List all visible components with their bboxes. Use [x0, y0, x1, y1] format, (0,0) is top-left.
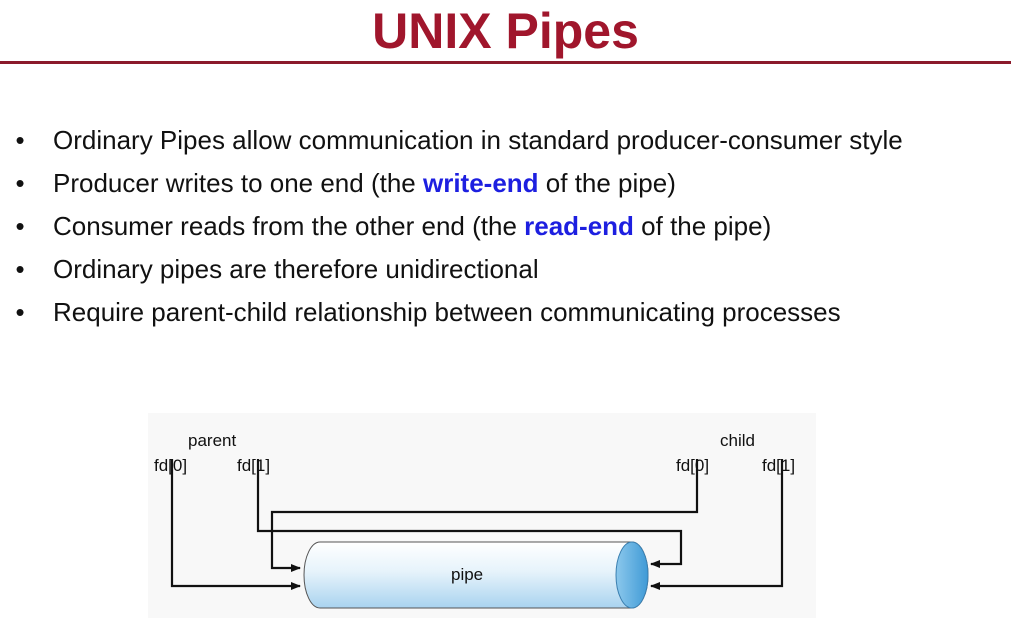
bullet-marker: •	[15, 297, 25, 327]
slide-title: UNIX Pipes	[372, 3, 639, 59]
bullet-item: • Require parent-child relationship betw…	[0, 294, 1011, 330]
child-fd0-arrow	[270, 459, 699, 572]
pipe-diagram: parent child fd[0] fd[1] fd[0] fd[1] pip…	[148, 413, 816, 618]
parent-fd1-arrow	[256, 459, 683, 568]
parent-label: parent	[188, 431, 237, 450]
bullet-marker: •	[15, 254, 25, 284]
bullet-item: • Ordinary pipes are therefore unidirect…	[0, 251, 1011, 287]
child-fd1-label: fd[1]	[762, 456, 796, 475]
bullet-text: Require parent-child relationship betwee…	[53, 297, 841, 327]
bullet-marker: •	[15, 168, 25, 198]
bullet-item: • Ordinary Pipes allow communication in …	[0, 122, 1011, 158]
bullet-marker: •	[15, 211, 25, 241]
parent-fd0-label: fd[0]	[154, 456, 188, 475]
bullet-item: • Producer writes to one end (the write-…	[0, 165, 1011, 201]
bullet-text-tail: of the pipe)	[538, 168, 676, 198]
keyword-write-end: write-end	[422, 168, 539, 198]
parent-fd0-arrow	[170, 459, 301, 590]
bullet-text-tail: of the pipe)	[633, 211, 772, 241]
bullet-text: Consumer reads from the other end (the	[53, 211, 525, 241]
bullet-text: Ordinary Pipes allow communication in st…	[53, 125, 903, 155]
child-label: child	[720, 431, 755, 450]
bullet-text: Ordinary pipes are therefore unidirectio…	[53, 254, 539, 284]
keyword-read-end: read-end	[524, 211, 634, 241]
bullet-marker: •	[15, 125, 25, 155]
bullet-text: Producer writes to one end (the	[53, 168, 423, 198]
pipe-label: pipe	[451, 565, 484, 584]
bullet-list: • Ordinary Pipes allow communication in …	[0, 122, 1011, 337]
title-underline	[0, 61, 1011, 64]
child-fd1-arrow	[650, 459, 784, 590]
pipe-read-end	[615, 541, 649, 609]
bullet-item: • Consumer reads from the other end (the…	[0, 208, 1011, 244]
parent-fd1-label: fd[1]	[237, 456, 271, 475]
pipe-cylinder	[303, 541, 649, 609]
pipe-diagram-svg	[170, 459, 784, 609]
child-fd0-label: fd[0]	[676, 456, 710, 475]
